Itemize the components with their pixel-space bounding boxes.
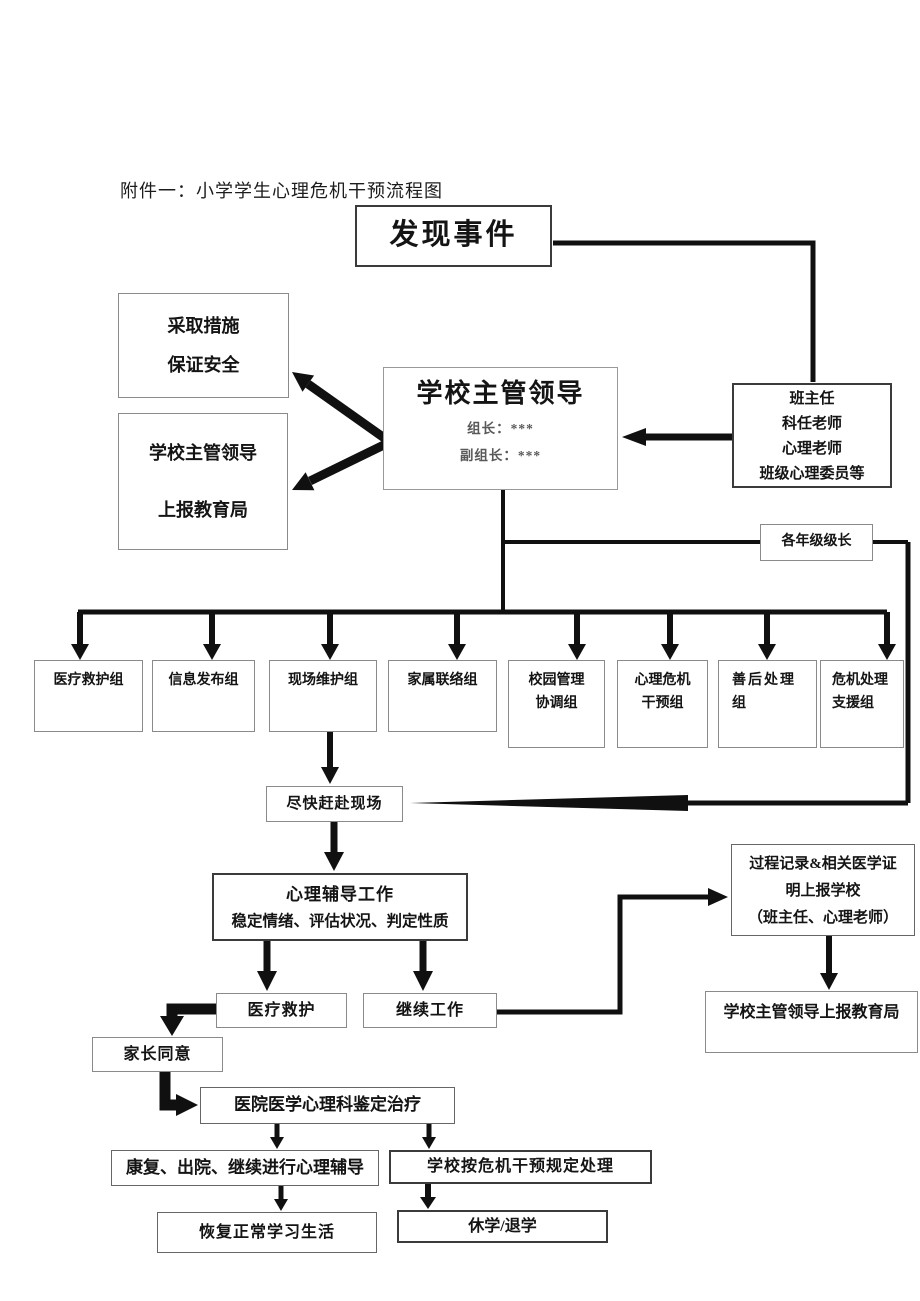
edge-grade-leaders-to-rush-scene (410, 540, 911, 811)
node-report-education-bureau: 学校主管领导 上报教育局 (118, 413, 288, 550)
node-campus-management-coordination-group: 校园管理 协调组 (508, 660, 605, 748)
edge-leader-to-take-measures (292, 372, 393, 446)
node-recovery-discharge-counseling: 康复、出院、继续进行心理辅导 (111, 1150, 379, 1186)
node-psych-crisis-intervention-group: 心理危机 干预组 (617, 660, 708, 748)
node-take-measures: 采取措施 保证安全 (118, 293, 289, 398)
edge-counseling-to-continue-work (413, 941, 433, 991)
edge-leader-to-groups (71, 490, 896, 660)
node-info-release-group: 信息发布组 (152, 660, 255, 732)
node-school-supervising-leader: 学校主管领导 组长：*** 副组长：*** (383, 367, 618, 490)
node-crisis-handling-support-group: 危机处理 支援组 (820, 660, 904, 748)
node-class-teachers: 班主任 科任老师 心理老师 班级心理委员等 (732, 383, 892, 488)
node-suspend-withdraw: 休学/退学 (397, 1210, 608, 1243)
page-title: 附件一：小学学生心理危机干预流程图 (120, 181, 443, 201)
edge-leader-to-report-bureau (292, 437, 392, 491)
edge-hospital-to-school-rules (422, 1123, 436, 1149)
edge-hospital-to-recovery (270, 1123, 284, 1149)
node-discover-event: 发现事件 (355, 205, 552, 267)
edge-recovery-to-normal-life (274, 1186, 288, 1211)
edge-teachers-to-leader (622, 428, 732, 446)
node-grade-leaders: 各年级级长 (760, 524, 873, 561)
node-family-liaison-group: 家属联络组 (388, 660, 497, 732)
leader-deputy-head: 副组长：*** (459, 448, 542, 464)
edge-scene-group-to-rush-scene (321, 732, 339, 784)
edge-medical-rescue-to-parent-consent (160, 1003, 216, 1036)
edge-discover-to-teachers (553, 240, 816, 382)
node-parent-consent: 家长同意 (92, 1037, 223, 1072)
node-rush-to-scene: 尽快赶赴现场 (266, 786, 403, 822)
node-process-record-report: 过程记录&相关医学证 明上报学校 （班主任、心理老师） (731, 844, 915, 936)
edge-record-report-to-leader-report (820, 936, 838, 990)
node-resume-normal-life: 恢复正常学习生活 (157, 1212, 377, 1253)
edge-continue-work-to-record-report (497, 888, 728, 1015)
edge-parent-consent-to-hospital (159, 1072, 198, 1116)
edge-school-rules-to-suspend (420, 1184, 436, 1209)
node-leader-report-bureau: 学校主管领导上报教育局 (705, 991, 918, 1053)
node-hospital-psych-treatment: 医院医学心理科鉴定治疗 (200, 1087, 455, 1124)
node-counseling-work: 心理辅导工作 稳定情绪、评估状况、判定性质 (212, 873, 468, 941)
edge-rush-scene-to-counseling (324, 822, 344, 871)
node-medical-rescue: 医疗救护 (216, 993, 347, 1028)
edge-counseling-to-medical-rescue (257, 941, 277, 991)
node-aftermath-handling-group: 善后处理 组 (718, 660, 817, 748)
node-continue-work: 继续工作 (363, 993, 497, 1028)
node-school-rules-handling: 学校按危机干预规定处理 (389, 1150, 652, 1184)
leader-group-head: 组长：*** (467, 421, 534, 437)
node-scene-maintenance-group: 现场维护组 (269, 660, 377, 732)
node-medical-rescue-group: 医疗救护组 (34, 660, 143, 732)
